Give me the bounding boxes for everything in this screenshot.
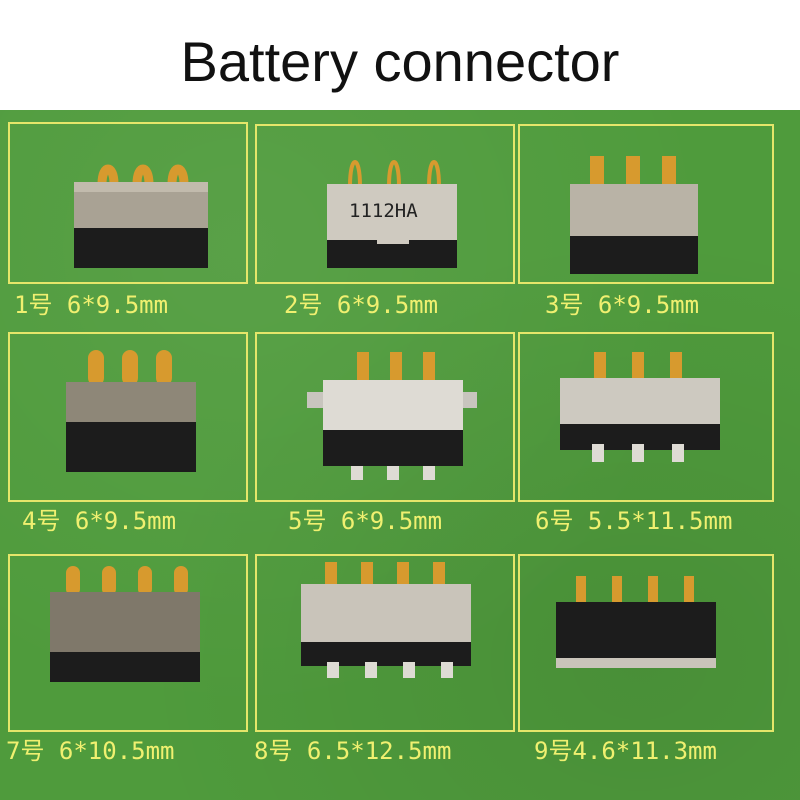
connector-cell-8 — [255, 554, 515, 732]
connector-3-label: 3号 6*9.5mm — [545, 291, 700, 319]
connector-cell-7 — [8, 554, 248, 732]
connector-2-marking: 1112HA — [349, 200, 418, 222]
connector-2-label: 2号 6*9.5mm — [284, 291, 439, 319]
image-title: Battery connector — [180, 30, 620, 93]
connector-cell-2: 1112HA — [255, 124, 515, 284]
connector-cell-6 — [518, 332, 774, 502]
connector-3-photo — [570, 156, 698, 274]
connector-cell-1 — [8, 122, 248, 284]
connector-5-photo — [307, 352, 477, 480]
connector-6-label: 6号 5.5*11.5mm — [535, 507, 733, 535]
connector-4-label: 4号 6*9.5mm — [22, 507, 177, 535]
connector-7-photo — [50, 566, 200, 682]
connector-9-label: 9号4.6*11.3mm — [534, 737, 717, 765]
connector-1-photo — [74, 164, 208, 268]
green-board: 1112HA 1号 6*9.5mm 2号 6*9.5mm 3号 6*9.5mm — [0, 110, 800, 800]
connector-cell-3 — [518, 124, 774, 284]
connector-cell-4 — [8, 332, 248, 502]
connector-1-label: 1号 6*9.5mm — [14, 291, 169, 319]
connector-4-photo — [66, 350, 196, 472]
connector-6-photo — [560, 352, 720, 462]
connector-8-label: 8号 6.5*12.5mm — [254, 737, 452, 765]
connector-cell-9 — [518, 554, 774, 732]
connector-7-label: 7号 6*10.5mm — [6, 737, 175, 765]
connector-9-photo — [556, 576, 716, 668]
connector-2-photo — [327, 160, 457, 268]
connector-5-label: 5号 6*9.5mm — [288, 507, 443, 535]
connector-8-photo — [301, 562, 471, 678]
connector-cell-5 — [255, 332, 515, 502]
